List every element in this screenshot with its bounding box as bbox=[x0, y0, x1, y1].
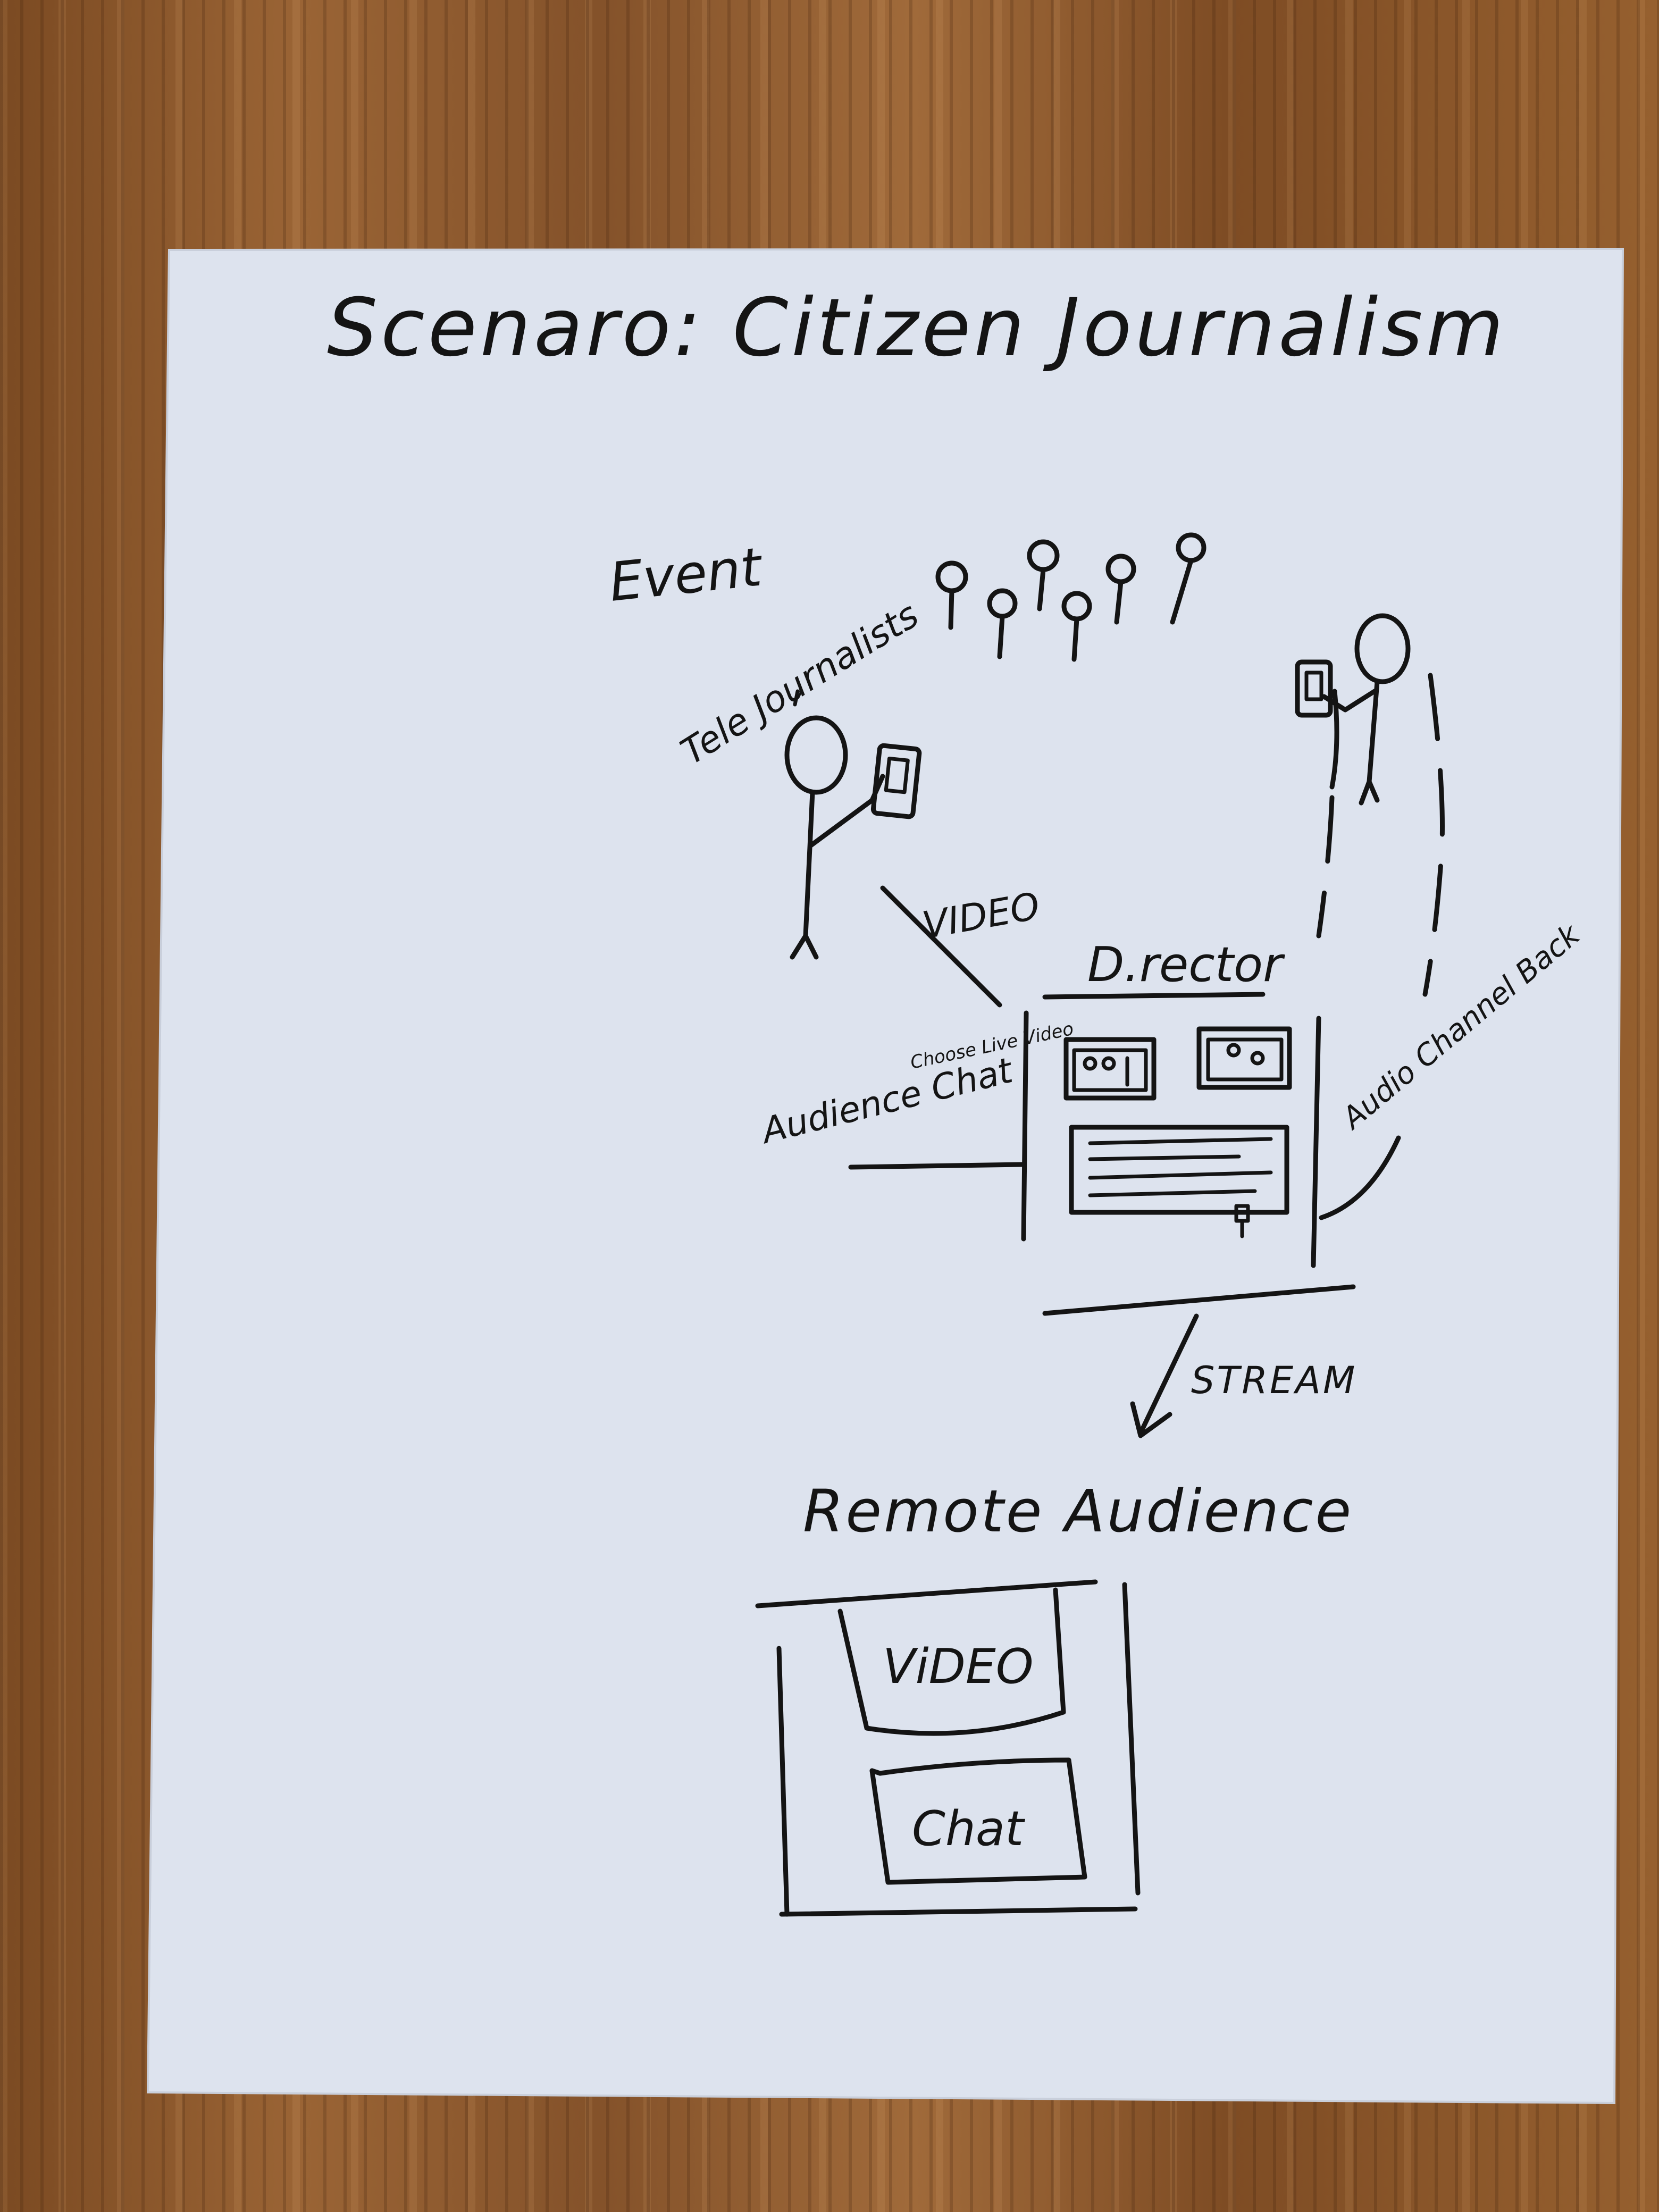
viewer-chat-label: Chat bbox=[912, 1801, 1026, 1857]
tele-journalist-figure-left bbox=[784, 715, 922, 960]
phone-icon bbox=[1295, 659, 1333, 718]
viewer-device: ViDEO Chat bbox=[755, 1579, 1141, 1917]
director-base-line bbox=[1042, 1284, 1356, 1316]
live-video-thumbnail-left[interactable] bbox=[1063, 1037, 1157, 1101]
director-chat-box[interactable] bbox=[1069, 1125, 1289, 1215]
stream-label: STREAM bbox=[1191, 1359, 1357, 1402]
director-label: D.rector bbox=[1087, 937, 1285, 993]
viewer-video-panel[interactable]: ViDEO bbox=[837, 1587, 1066, 1736]
remote-audience-label: Remote Audience bbox=[803, 1477, 1353, 1545]
director-underline bbox=[1042, 992, 1266, 1000]
viewer-chat-panel[interactable]: Chat bbox=[869, 1757, 1087, 1885]
phone-icon bbox=[870, 743, 922, 819]
event-crowd-icon bbox=[935, 532, 1206, 662]
audio-channel-pointer bbox=[1319, 1135, 1401, 1220]
microphone-icon[interactable] bbox=[1234, 1204, 1250, 1238]
paper-sheet bbox=[146, 247, 1624, 2105]
label-pointer bbox=[793, 689, 800, 707]
viewer-video-label: ViDEO bbox=[883, 1639, 1034, 1695]
director-console bbox=[1021, 1010, 1321, 1268]
video-uplink-line bbox=[1329, 689, 1339, 790]
stream-arrow bbox=[1130, 1313, 1199, 1438]
audio-channel-line bbox=[1316, 673, 1445, 997]
live-video-thumbnail-right[interactable] bbox=[1196, 1026, 1292, 1090]
audience-chat-pointer bbox=[848, 1162, 1026, 1170]
video-feed-line bbox=[880, 885, 1002, 1008]
diagram-title: Scenaro: Citizen Journalism bbox=[327, 282, 1507, 374]
tele-journalist-figure-right bbox=[1295, 613, 1411, 806]
